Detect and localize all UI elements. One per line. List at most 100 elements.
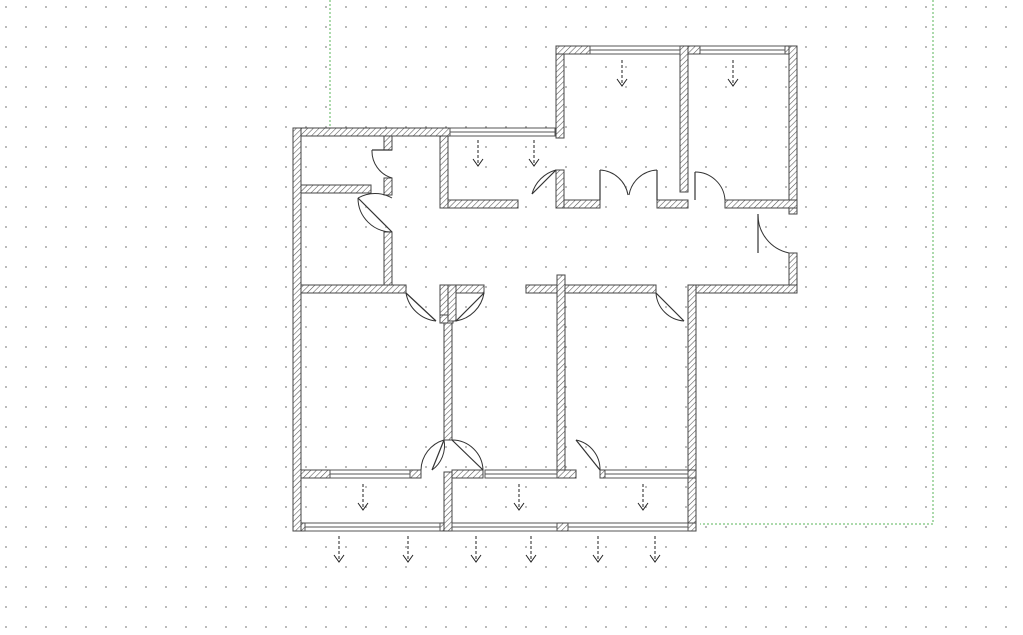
- arrow-head: [513, 502, 525, 511]
- door-swing-arc: [531, 169, 557, 195]
- arrow-head: [637, 502, 649, 511]
- arrow-head: [357, 502, 369, 511]
- wall-segment: [300, 284, 407, 294]
- door-swing-arc: [628, 169, 658, 196]
- door-swing-arc: [405, 292, 437, 322]
- wall-segment: [687, 284, 798, 294]
- arrow-head: [525, 554, 537, 563]
- wall-segment: [556, 274, 566, 473]
- wall-segment: [383, 231, 393, 294]
- door-swing-arc: [599, 169, 629, 196]
- window: [604, 469, 689, 479]
- arrow-head: [616, 78, 628, 87]
- door-leaf: [431, 439, 445, 471]
- wall-segment: [555, 45, 565, 139]
- door-swing-arc: [757, 213, 790, 254]
- arrow-head: [470, 554, 482, 563]
- window: [451, 522, 558, 532]
- arrow-head: [528, 158, 540, 167]
- wall-segment: [447, 284, 457, 322]
- down-arrow-icon: [470, 536, 482, 563]
- arrow-head: [472, 158, 484, 167]
- down-arrow-icon: [357, 484, 369, 511]
- door-leaf: [575, 439, 601, 471]
- wall-segment: [656, 199, 689, 209]
- down-arrow-icon: [525, 536, 537, 563]
- view-arrows: [333, 60, 739, 563]
- door-swing-arc: [655, 292, 685, 322]
- window: [329, 469, 411, 479]
- wall-segment: [556, 469, 577, 479]
- window: [449, 127, 556, 137]
- door-swing-arc: [371, 149, 393, 179]
- wall-segment: [292, 127, 302, 532]
- door-leaf: [531, 169, 557, 195]
- down-arrow-icon: [528, 140, 540, 167]
- wall-segment: [563, 199, 601, 209]
- door-swing-arc: [575, 439, 601, 471]
- wall-segment: [788, 45, 798, 215]
- wall-segment: [687, 284, 697, 532]
- arrow-head: [333, 554, 345, 563]
- wall-segment: [525, 284, 657, 294]
- wall-segment: [447, 199, 519, 209]
- door: [694, 171, 726, 201]
- door: [451, 439, 484, 471]
- wall-segment: [679, 45, 689, 193]
- wall-segment: [383, 135, 393, 151]
- wall-segment: [300, 184, 372, 194]
- door: [531, 169, 557, 195]
- door-swing-arc: [420, 439, 445, 471]
- door: [371, 149, 393, 179]
- door: [628, 169, 658, 200]
- down-arrow-icon: [472, 140, 484, 167]
- down-arrow-icon: [637, 484, 649, 511]
- door-leaf: [357, 197, 393, 233]
- door: [405, 292, 437, 322]
- door: [455, 292, 485, 322]
- door-leaf: [655, 292, 685, 322]
- window: [567, 522, 689, 532]
- wall-segment: [383, 177, 393, 196]
- wall-segment: [451, 469, 484, 479]
- drawing-boundary: [329, 0, 934, 525]
- window: [484, 469, 558, 479]
- door-swing-arc: [431, 439, 445, 471]
- door: [599, 169, 629, 200]
- door-swing-arc: [455, 292, 485, 322]
- door-leaf: [455, 292, 485, 322]
- window: [699, 45, 786, 55]
- down-arrow-icon: [333, 536, 345, 563]
- door-swing-arc: [357, 197, 393, 233]
- door-swing-arc: [694, 171, 726, 201]
- window: [304, 522, 441, 532]
- arrow-head: [649, 554, 661, 563]
- wall-segment: [443, 322, 453, 441]
- door-leaf: [405, 292, 437, 322]
- arrow-head: [727, 78, 739, 87]
- door-swing-arc: [357, 192, 393, 199]
- wall-segment: [443, 471, 453, 532]
- door-swing-arc: [451, 439, 484, 471]
- door: [655, 292, 685, 322]
- door: [575, 439, 601, 471]
- wall-segment: [724, 199, 798, 209]
- wall-segment: [555, 169, 565, 209]
- down-arrow-icon: [402, 536, 414, 563]
- down-arrow-icon: [616, 60, 628, 87]
- arrow-head: [592, 554, 604, 563]
- arrow-head: [402, 554, 414, 563]
- windows: [304, 45, 786, 532]
- door-leaf: [451, 439, 484, 471]
- down-arrow-icon: [649, 536, 661, 563]
- doors: [357, 149, 790, 471]
- down-arrow-icon: [727, 60, 739, 87]
- wall-segment: [439, 135, 449, 209]
- door: [420, 439, 445, 471]
- door: [757, 213, 790, 254]
- window: [589, 45, 681, 55]
- down-arrow-icon: [592, 536, 604, 563]
- down-arrow-icon: [513, 484, 525, 511]
